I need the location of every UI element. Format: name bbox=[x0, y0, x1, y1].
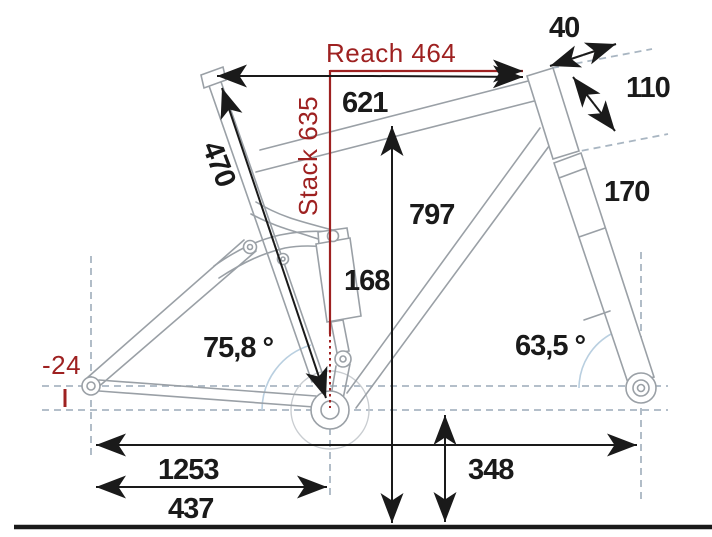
label-seat-tube-length: 470 bbox=[195, 137, 241, 191]
label-chainstay-length: 437 bbox=[168, 493, 213, 525]
label-wheelbase: 1253 bbox=[158, 454, 219, 486]
label-shock-length: 168 bbox=[344, 265, 390, 297]
label-fork-travel: 170 bbox=[604, 176, 649, 208]
label-bb-drop: -24 bbox=[42, 350, 81, 380]
label-stack: Stack 635 bbox=[293, 96, 323, 216]
bottom-bracket bbox=[310, 390, 350, 430]
reach-stack-lines bbox=[63, 59, 523, 408]
label-standover-height: 797 bbox=[409, 199, 454, 231]
measurement-arrows bbox=[96, 42, 637, 523]
angle-arcs bbox=[261, 332, 614, 411]
label-seat-angle: 75,8 ° bbox=[203, 332, 273, 364]
label-head-angle: 63,5 ° bbox=[515, 330, 585, 362]
fork bbox=[552, 151, 657, 404]
label-head-tube-length: 110 bbox=[626, 72, 670, 104]
label-top-tube-length: 621 bbox=[342, 87, 388, 119]
label-bb-height: 348 bbox=[468, 454, 514, 486]
label-reach: Reach 464 bbox=[326, 38, 456, 68]
head-tube bbox=[525, 67, 581, 160]
dimension-labels: Reach 464 Stack 635 621 470 40 110 170 7… bbox=[42, 12, 671, 525]
label-stem-length: 40 bbox=[549, 12, 579, 44]
rear-shock bbox=[315, 227, 362, 368]
